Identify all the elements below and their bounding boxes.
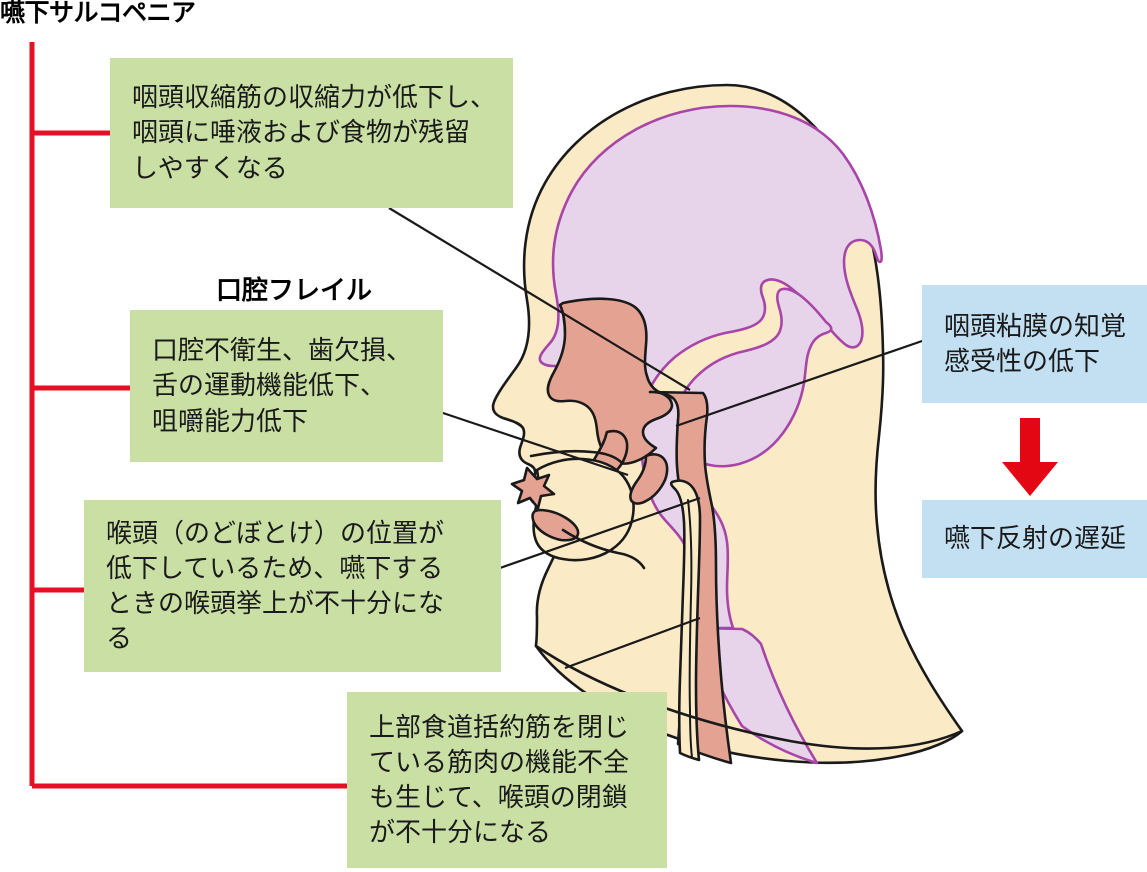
callout-larynx-position: 喉頭（のどぼとけ）の位置が 低下しているため、嚥下する ときの喉頭挙上が不十分に…	[84, 500, 501, 672]
callout-text: 口腔不衛生、歯欠損、 舌の運動機能低下、 咀嚼能力低下	[152, 335, 413, 436]
callout-text: 咽頭収縮筋の収縮力が低下し、 咽頭に唾液および食物が残留 しやすくなる	[132, 82, 497, 183]
section-label-oral-frailty: 口腔フレイル	[216, 275, 373, 305]
callout-text: 咽頭粘膜の知覚 感受性の低下	[944, 310, 1127, 376]
callout-mucosa-sensation: 咽頭粘膜の知覚 感受性の低下	[922, 285, 1147, 403]
callout-text: 上部食道括約筋を閉じ ている筋肉の機能不全 も生じて、喉頭の閉鎖 が不十分になる	[369, 711, 630, 848]
page-title: 嚥下サルコペニア	[0, 0, 196, 27]
callout-pharyngeal-constrictor: 咽頭収縮筋の収縮力が低下し、 咽頭に唾液および食物が残留 しやすくなる	[110, 58, 513, 208]
callout-upper-esophageal-sphincter: 上部食道括約筋を閉じ ている筋肉の機能不全 も生じて、喉頭の閉鎖 が不十分になる	[347, 692, 667, 868]
callout-swallow-reflex-delay: 嚥下反射の遅延	[922, 500, 1147, 578]
down-arrow-icon	[1002, 418, 1058, 496]
callout-oral-frailty-detail: 口腔不衛生、歯欠損、 舌の運動機能低下、 咀嚼能力低下	[130, 310, 443, 462]
callout-text: 嚥下反射の遅延	[944, 523, 1127, 554]
callout-text: 喉頭（のどぼとけ）の位置が 低下しているため、嚥下する ときの喉頭挙上が不十分に…	[106, 517, 445, 654]
shoulder-contour	[534, 644, 964, 750]
